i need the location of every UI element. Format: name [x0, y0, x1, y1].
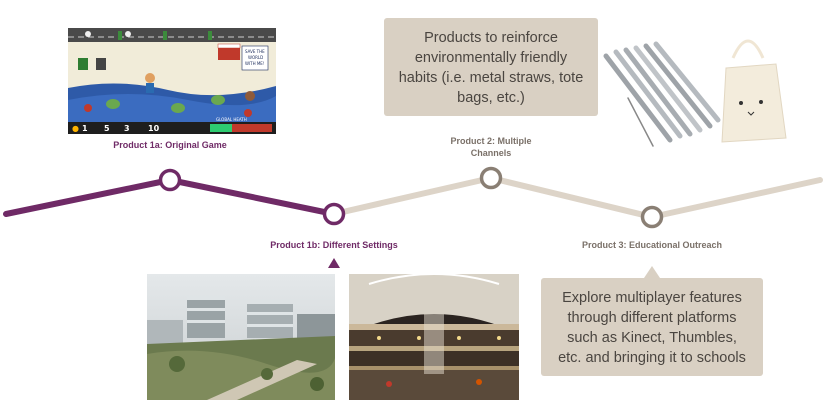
callout-top-line3: habits (i.e. metal straws, tote [398, 70, 584, 86]
banner-line2: WORLD [248, 55, 263, 60]
timeline-node-p3 [640, 205, 664, 229]
timeline-node-p2 [479, 166, 503, 190]
pointer-arrow-p1b [328, 258, 340, 268]
timeline-node-p1b [322, 202, 346, 226]
callout-bottom-line3: such as Kinect, Thumbles, [567, 330, 737, 346]
callout-top: Products to reinforce environmentally fr… [384, 18, 598, 116]
product-1b-label: Product 1b: Different Settings [270, 240, 398, 250]
callout-bottom-line1: Explore multiplayer features [562, 290, 742, 306]
callout-bottom-line2: through different platforms [567, 310, 737, 326]
product-3-label: Product 3: Educational Outreach [581, 240, 723, 250]
game-top-bar [68, 28, 276, 42]
player-character [145, 73, 155, 83]
game-banner [241, 45, 269, 71]
straws-tote-image [603, 39, 787, 147]
hud-count-2: 5 [104, 124, 110, 133]
product-2-label: Product 2: Multiple Channels [431, 135, 551, 159]
trash-bag-icon [245, 91, 255, 101]
product-2-label-line2: Channels [470, 148, 512, 158]
building-photo [147, 274, 335, 400]
tote-bag [721, 39, 787, 143]
banner-line3: WITH ME! [245, 61, 264, 66]
timeline-node-p1a [158, 168, 182, 192]
callout-bottom: Explore multiplayer features through dif… [541, 278, 763, 376]
mall-photo [349, 274, 519, 400]
product-1a-label: Product 1a: Original Game [113, 140, 227, 150]
product-2-label-line1: Product 2: Multiple [450, 136, 532, 146]
callout-bottom-line4: etc. and bringing it to schools [558, 350, 746, 366]
callout-pointer-bottom [644, 266, 660, 278]
callout-top-line1: Products to reinforce [424, 30, 558, 46]
trash-bin-icon [96, 58, 106, 70]
hud-count-3: 3 [124, 124, 130, 133]
callout-top-line4: bags, etc.) [457, 90, 525, 106]
hud-health-label: GLOBAL HEATH [216, 117, 247, 122]
timeline-line-upcoming [331, 175, 823, 220]
turtle-icon [106, 99, 120, 109]
hud-count-1: 1 [82, 124, 88, 133]
banner-line1: SAVE THE [245, 49, 265, 54]
hud-count-4: 10 [148, 124, 160, 133]
metal-straws [603, 41, 721, 147]
recycle-bin-icon [78, 58, 88, 70]
svg-text:●: ● [72, 124, 79, 133]
game-screenshot: ● 1 5 3 10 GLOBAL HEATH SAVE THE WORLD W… [68, 28, 276, 134]
callout-top-line2: environmentally friendly [414, 50, 568, 66]
